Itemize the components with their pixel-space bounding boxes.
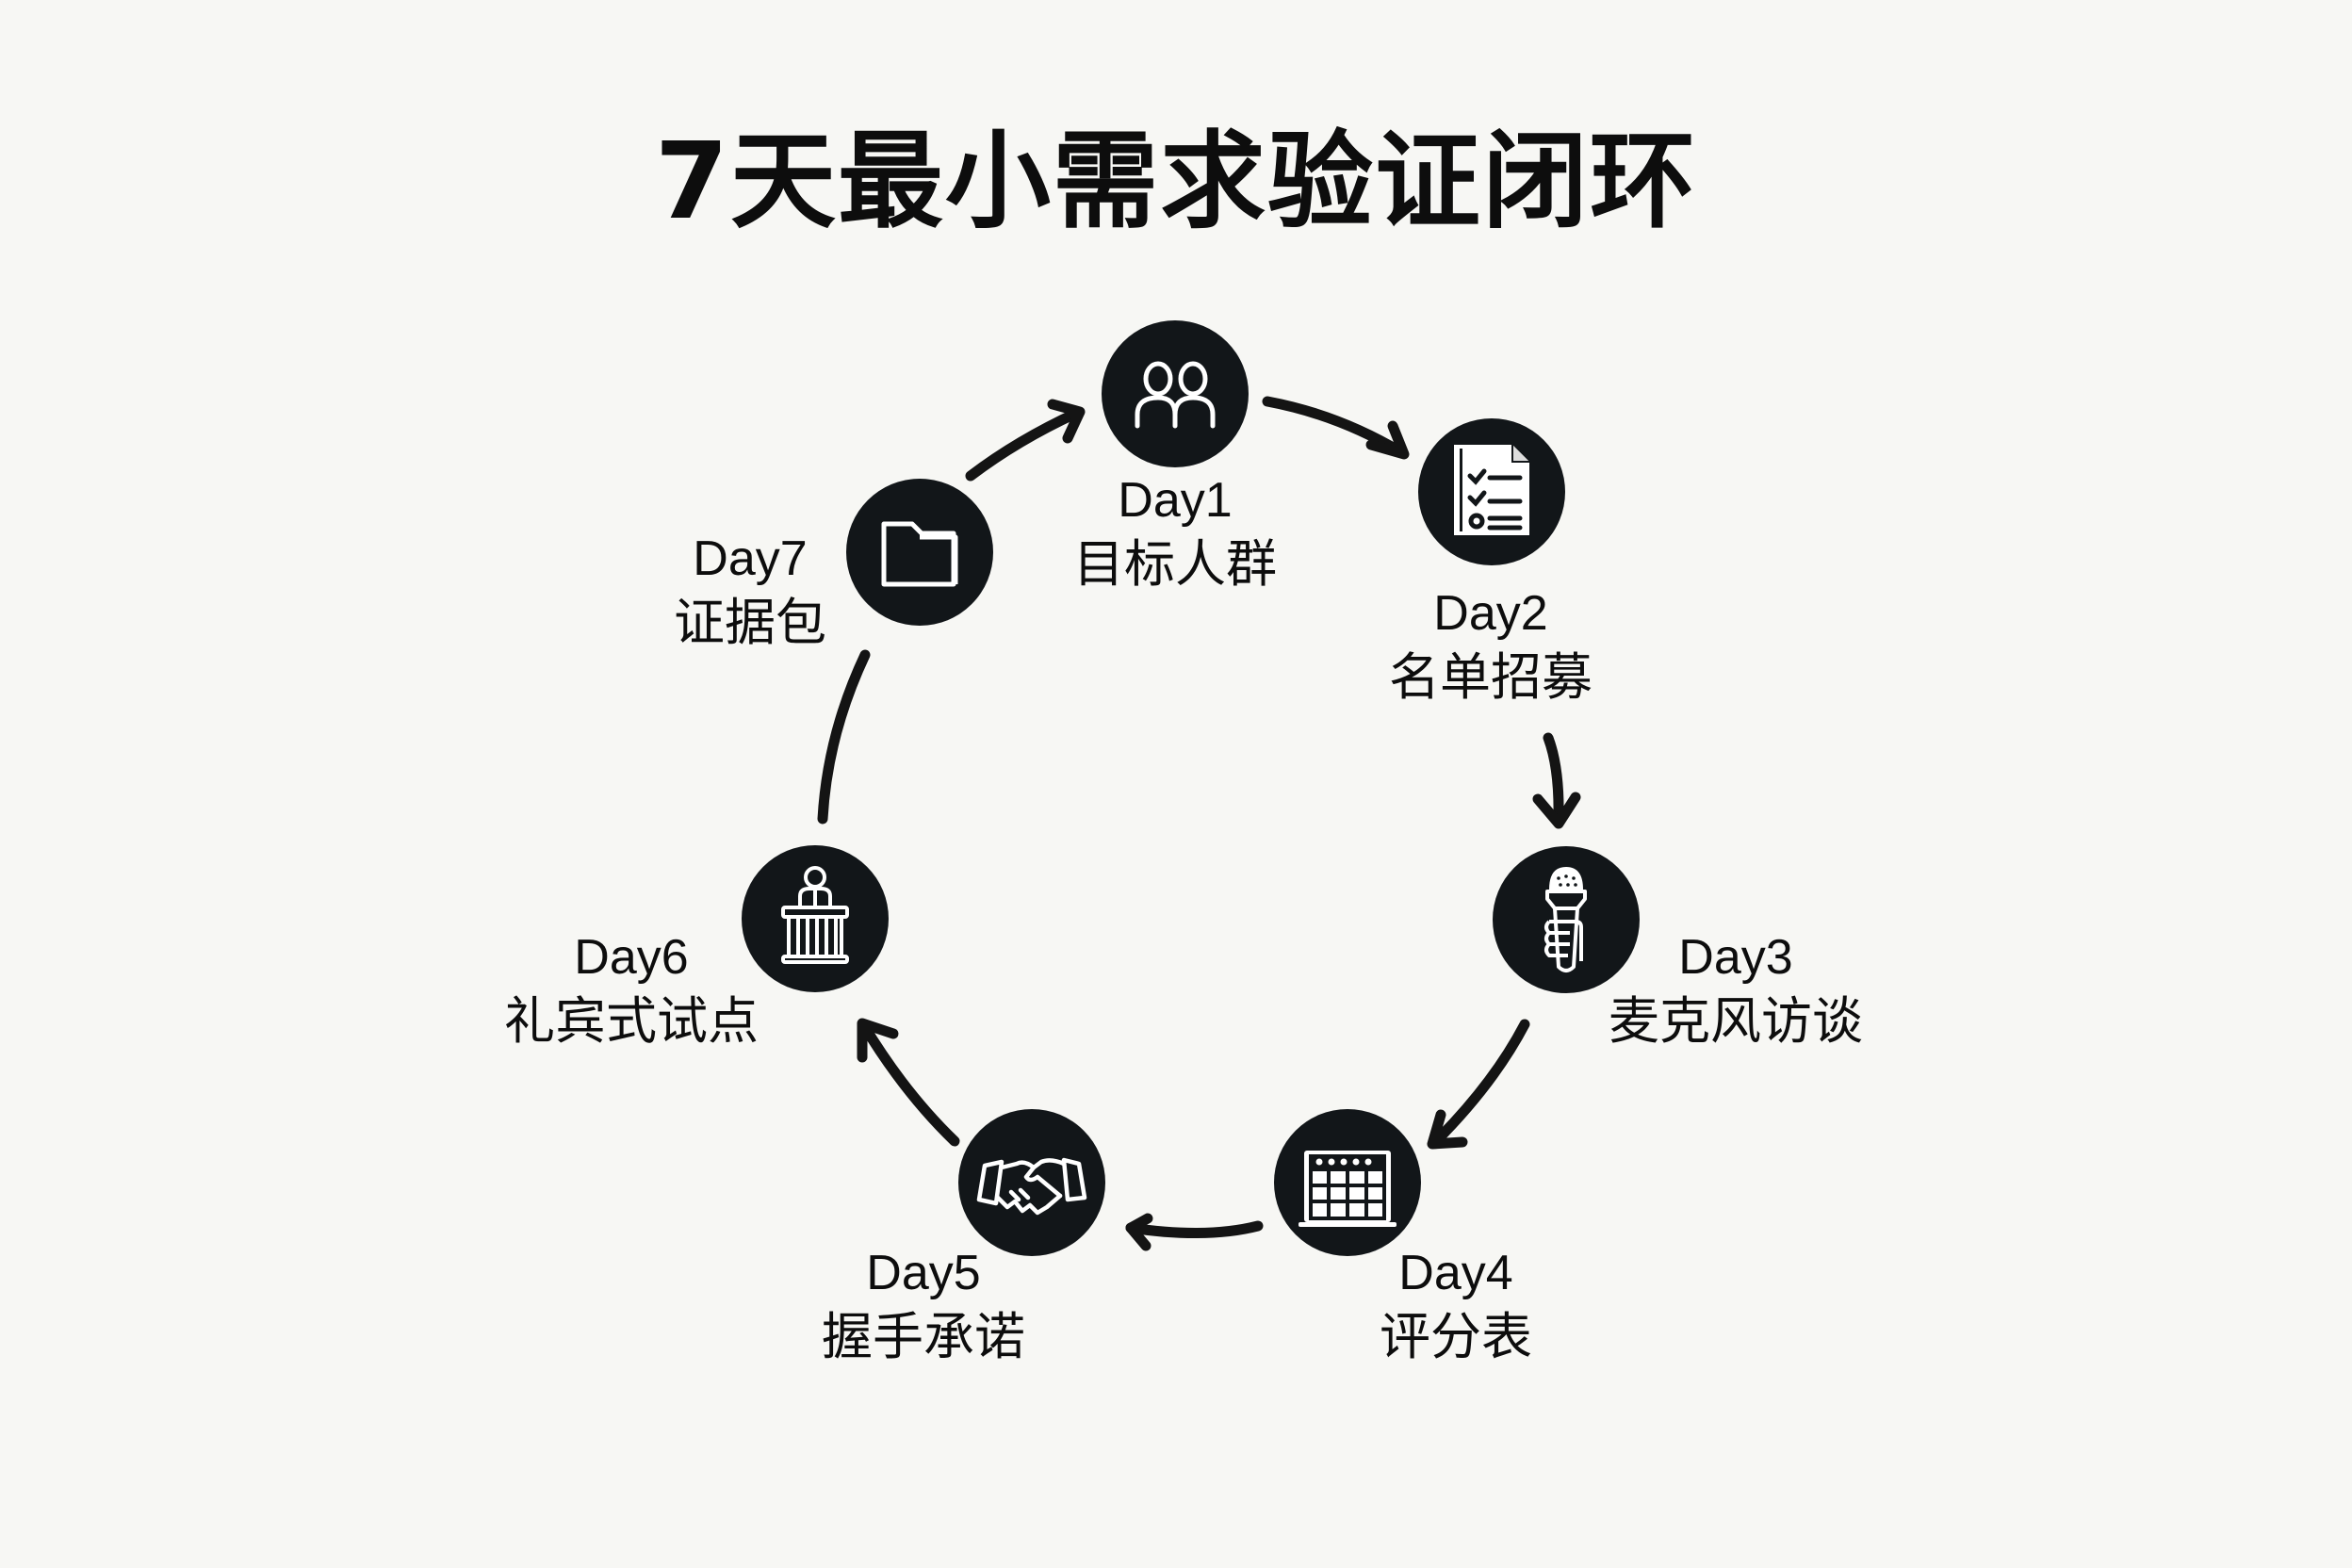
step-name: 握手承诺 [822, 1307, 1025, 1366]
step-name: 评分表 [1380, 1307, 1532, 1366]
step-name: 麦克风访谈 [1609, 991, 1863, 1051]
step-6-label: Day6 礼宾式试点 [490, 928, 773, 1056]
step-2-node [1418, 418, 1565, 565]
step-name: 礼宾式试点 [504, 991, 759, 1051]
step-name: 名单招募 [1389, 647, 1592, 707]
step-7-node [846, 479, 993, 626]
arrow-day2-to-day3 [1532, 732, 1581, 829]
podium-speaker-icon [781, 866, 849, 964]
step-3-label: Day3 麦克风访谈 [1594, 928, 1877, 1056]
step-day: Day3 [1678, 930, 1793, 985]
people-icon [1135, 361, 1216, 429]
step-day: Day7 [693, 531, 808, 586]
step-day: Day4 [1398, 1246, 1513, 1300]
step-3-node [1493, 846, 1640, 993]
step-1-label: Day1 目标人群 [1034, 471, 1316, 599]
step-1-node [1102, 320, 1249, 467]
handshake-icon [976, 1157, 1087, 1216]
arrow-day6-to-day7 [817, 649, 871, 825]
step-2-label: Day2 名单招募 [1349, 584, 1632, 712]
arrow-day1-to-day2 [1262, 396, 1410, 460]
step-7-label: Day7 证据包 [609, 530, 891, 658]
arrow-day5-to-day6 [857, 1018, 960, 1147]
folder-icon [881, 521, 958, 587]
step-name: 证据包 [674, 593, 826, 652]
arrow-day3-to-day4 [1427, 1019, 1530, 1150]
arrow-day4-to-day5 [1125, 1213, 1264, 1251]
scoring-grid-icon [1298, 1151, 1396, 1227]
microphone-hand-icon [1544, 867, 1587, 972]
step-4-node [1274, 1109, 1421, 1256]
step-name: 目标人群 [1073, 534, 1277, 594]
step-day: Day6 [574, 930, 689, 985]
step-6-node [742, 845, 889, 992]
step-day: Day2 [1433, 586, 1548, 641]
step-day: Day1 [1118, 473, 1233, 528]
checklist-document-icon [1454, 445, 1529, 535]
step-5-node [958, 1109, 1105, 1256]
diagram-title: 7天最小需求验证闭环 [655, 121, 1697, 243]
step-4-label: Day4 评分表 [1315, 1244, 1597, 1372]
arrow-day7-to-day1 [965, 399, 1086, 482]
step-day: Day5 [866, 1246, 981, 1300]
step-5-label: Day5 握手承诺 [782, 1244, 1065, 1372]
